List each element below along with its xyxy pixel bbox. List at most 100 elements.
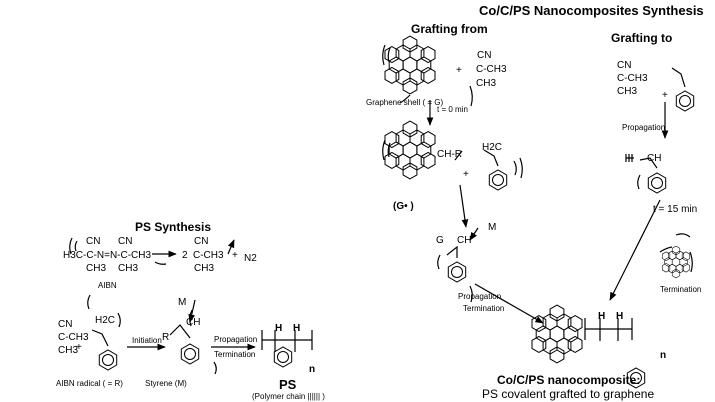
arrow-monomer-ps xyxy=(188,299,196,323)
hexagon-ring xyxy=(273,346,293,368)
hexagon-ring xyxy=(420,66,436,84)
propagation-label: Propagation xyxy=(458,292,502,301)
polymer-bracket xyxy=(261,330,313,352)
ps-synthesis-heading: PS Synthesis xyxy=(135,220,212,234)
graphene-radical-icon xyxy=(384,120,436,180)
aibn-label: AIBN xyxy=(98,281,117,290)
hexagon-ring xyxy=(647,172,667,194)
ch-label: CH xyxy=(186,317,201,328)
aromatic-circle xyxy=(277,351,289,363)
ch-label: CH xyxy=(647,153,662,164)
monomer-label: M xyxy=(488,222,497,233)
chain-bond xyxy=(639,157,658,169)
c-ch3-label: C-CH3 xyxy=(58,332,89,343)
aromatic-circle xyxy=(679,95,691,107)
hexagon-ring xyxy=(420,46,436,64)
h-label: H xyxy=(616,311,624,322)
aromatic-circle xyxy=(451,266,463,278)
termination-label: Termination xyxy=(463,304,505,313)
hexagon-ring xyxy=(98,349,118,371)
product-subtitle: PS covalent grafted to graphene xyxy=(482,387,655,401)
h-label: H xyxy=(293,323,301,334)
chain-bond xyxy=(446,245,458,258)
hexagon-ring xyxy=(488,169,508,191)
hexagon-ring xyxy=(681,251,691,261)
initiation-label: Initiation xyxy=(132,336,162,345)
hexagon-ring xyxy=(447,261,467,283)
styrene-label: Styrene (M) xyxy=(145,379,187,388)
arrow-monomer-gf xyxy=(469,227,479,241)
propagation-label: Propagation xyxy=(214,335,258,344)
arrow-propagation-gf xyxy=(474,283,544,324)
aromatic-circle xyxy=(184,348,196,360)
cn-label: CN xyxy=(58,319,73,330)
aromatic-circle xyxy=(492,174,504,186)
hexagon-ring xyxy=(549,304,565,322)
graphene-shell-label: Graphene shell ( = G) xyxy=(366,98,444,107)
cn-label: CN xyxy=(194,236,209,247)
hexagon-ring xyxy=(420,151,436,169)
product-title: Co/C/PS nanocomposite: xyxy=(497,373,641,387)
time-fifteen-label: t = 15 min xyxy=(653,204,698,215)
termination-label: Termination xyxy=(660,285,702,294)
ch-r-label: CH-R xyxy=(437,149,462,160)
hexagon-ring xyxy=(671,245,681,256)
propagation-label: Propagation xyxy=(622,123,666,132)
polymer-chain-label: (Polymer chain |||||| ) xyxy=(252,392,325,401)
c-ch3-label: C-CH3 xyxy=(193,250,224,261)
cn-label: CN xyxy=(118,236,133,247)
aromatic-circle xyxy=(651,177,663,189)
ch3-label: CH3 xyxy=(194,263,215,274)
c-ch3-label: C-CH3 xyxy=(617,73,648,84)
hexagon-ring xyxy=(402,162,418,180)
r-label: R xyxy=(162,332,170,343)
hexagon-ring xyxy=(384,131,400,149)
graphene-radical-label: (G• ) xyxy=(393,201,414,212)
h-label: H xyxy=(275,323,283,334)
aibn-radical-label: AIBN radical ( = R) xyxy=(56,379,123,388)
main-title: Co/C/PS Nanocomposites Synthesis xyxy=(479,3,704,18)
grafting-from-heading: Grafting from xyxy=(411,22,488,36)
ch3-label: CH3 xyxy=(58,345,79,356)
chain-end-hash xyxy=(625,154,634,162)
aromatic-circle xyxy=(102,354,114,366)
h2c-label: H2C xyxy=(482,142,503,153)
aibn-formula: H3C-C-N=N-C-CH3 xyxy=(63,250,152,261)
n-label: n xyxy=(660,350,667,361)
ch3-label: CH3 xyxy=(118,263,139,274)
graphene-small-icon xyxy=(661,245,691,279)
plus-sign: + xyxy=(456,65,462,76)
hexagon-ring xyxy=(567,315,583,333)
plus-sign: + xyxy=(76,342,82,353)
hexagon-ring xyxy=(384,151,400,169)
grafting-to-heading: Grafting to xyxy=(611,31,673,45)
hexagon-ring xyxy=(531,315,547,333)
hexagon-ring xyxy=(661,251,671,261)
hexagon-ring xyxy=(626,367,646,389)
h-label: H xyxy=(598,311,606,322)
ch-label: CH xyxy=(457,235,472,246)
chain-bond xyxy=(454,150,463,161)
time-zero-label: t = 0 min xyxy=(437,105,468,114)
h2c-label: H2C xyxy=(95,315,116,326)
hexagon-ring xyxy=(384,66,400,84)
termination-label: Termination xyxy=(214,350,256,359)
cn-label: CN xyxy=(477,50,492,61)
benzene-ring-icon xyxy=(626,367,646,389)
n-label: n xyxy=(309,364,316,375)
cn-label: CN xyxy=(617,60,632,71)
benzene-ring-icon xyxy=(273,346,293,368)
hexagon-ring xyxy=(180,343,200,365)
ch3-label: CH3 xyxy=(476,78,497,89)
c-ch3-label: C-CH3 xyxy=(476,64,507,75)
benzene-ring-icon xyxy=(98,349,118,371)
benzene-ring-icon xyxy=(647,172,667,194)
hexagon-ring xyxy=(671,268,681,279)
graphene-sheet-icon xyxy=(384,35,436,95)
arrow-grafting-to xyxy=(609,199,661,301)
hexagon-ring xyxy=(402,35,418,53)
hexagon-ring xyxy=(420,131,436,149)
monomer-label: M xyxy=(178,297,187,308)
